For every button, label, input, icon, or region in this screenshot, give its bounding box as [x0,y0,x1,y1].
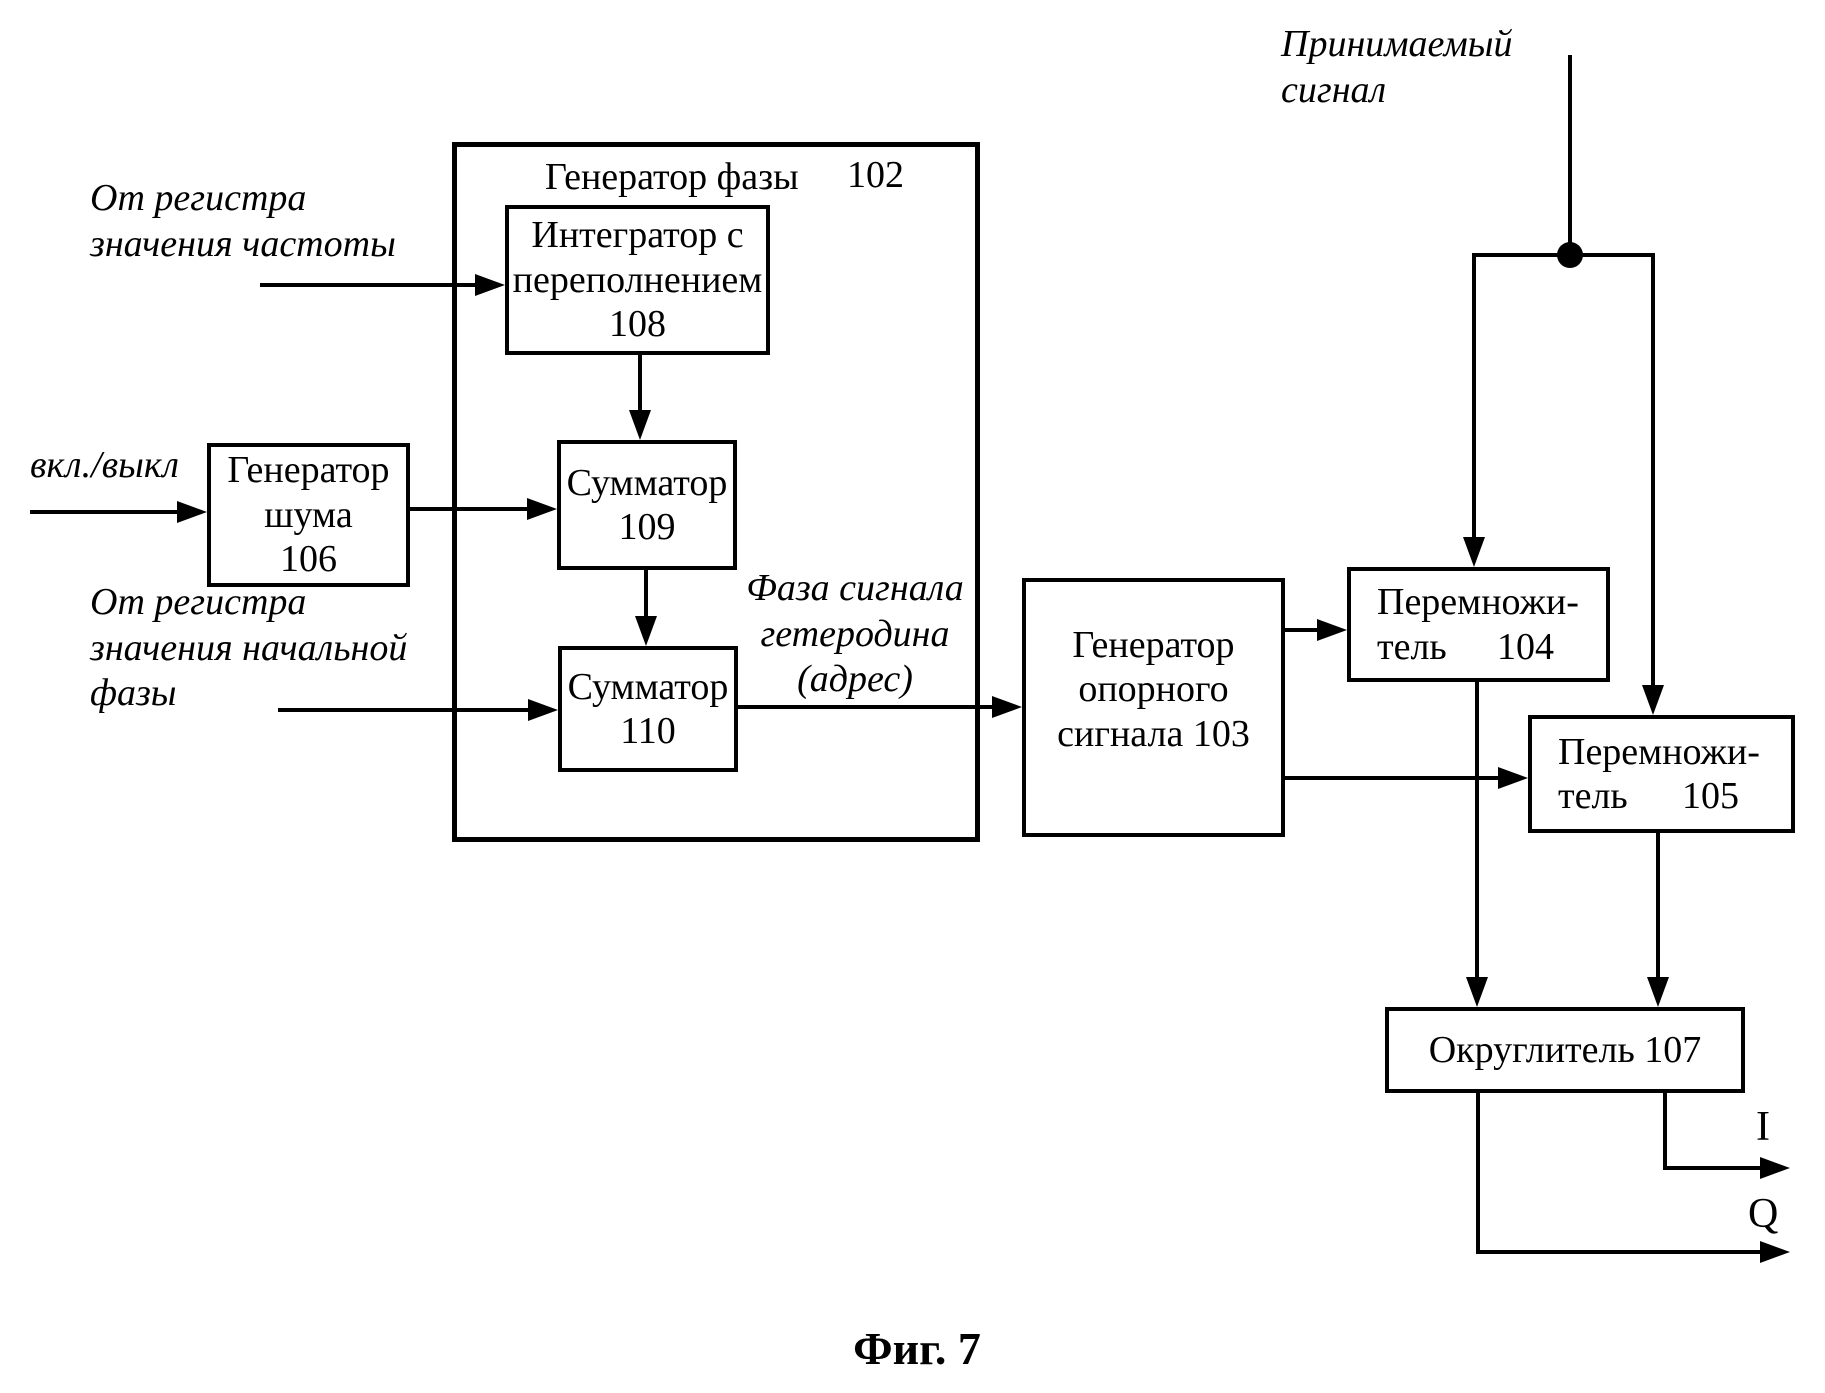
conn-freq-register-input [260,274,505,296]
conn-onoff-input [30,501,207,523]
block-label-line: 108 [609,303,666,346]
arrowhead-down [1466,977,1488,1007]
arrowhead-right [527,498,557,520]
block-adder-109: Сумматор 109 [557,440,737,570]
conn-adder109-to-adder110 [635,570,657,646]
block-phase-generator-number: 102 [847,154,904,196]
conn-rounder-to-q [1476,1093,1790,1263]
block-multiplier-105: Перемножи- тель 105 [1528,715,1795,833]
block-label-word: тель [1377,625,1447,668]
arrowhead-down [1647,977,1669,1007]
conn-integrator-to-adder109 [629,355,651,440]
connector-line [1663,1093,1765,1170]
label-line: вкл./выкл [30,444,179,486]
conn-noise-to-adder109 [410,498,557,520]
conn-refgen-to-mult104 [1285,619,1347,641]
label-line: гетеродина [760,612,950,655]
conn-adder110-to-refgen [738,696,1022,718]
arrowhead-down [629,410,651,440]
block-label-line: 110 [620,710,676,752]
block-label-line: шума [264,493,353,536]
block-label-line: Сумматор [566,461,728,504]
block-number: 105 [1682,775,1739,817]
block-label-line: переполнением [512,258,763,301]
block-noise-generator: Генератор шума 106 [207,443,410,587]
arrowhead-right [1317,619,1347,641]
arrowhead-right [528,699,558,721]
label-line: Принимаемый [1281,23,1513,65]
label-line: От регистра [90,177,307,219]
conn-initphase-input [278,699,558,721]
figure-caption: Фиг. 7 [853,1323,981,1374]
arrowhead-right [1760,1241,1790,1263]
connector-line [1476,1093,1765,1254]
conn-mult105-to-rounder [1647,833,1669,1007]
label-line: значения начальной [90,626,408,669]
block-label-word: тель [1558,775,1628,817]
block-label-line: сигнала 103 [1057,712,1250,755]
block-label-line: опорного [1078,668,1229,711]
arrowhead-right [1760,1157,1790,1179]
block-label-line: тель 104 [1377,625,1554,669]
block-phase-generator: Генератор фазы 102 [452,142,980,842]
arrowhead-right [1498,767,1528,789]
block-label-line: Сумматор [567,665,729,708]
conn-mult104-to-rounder [1466,682,1488,1007]
conn-refgen-to-mult105 [1285,767,1528,789]
block-label-line: Перемножи- [1377,581,1579,624]
arrowhead-down [1642,685,1664,715]
label-line: значения частоты [90,222,396,265]
arrowhead-right [177,501,207,523]
block-label-line: Генератор [1072,623,1235,666]
label-line: Фаза сигнала [746,567,964,609]
block-label-line: 106 [280,538,337,581]
block-phase-generator-title: Генератор фазы [545,156,799,198]
block-number: 104 [1497,625,1554,668]
label-heterodyne-phase: Фаза сигнала гетеродина (адрес) [735,566,975,703]
block-adder-110: Сумматор 110 [558,646,738,772]
label-init-phase-register: От регистра значения начальной фазы [90,580,407,717]
block-label-line: Округлитель 107 [1428,1028,1702,1071]
arrowhead-right [992,696,1022,718]
label-output-i: I [1756,1104,1770,1150]
block-rounder: Округлитель 107 [1385,1007,1745,1093]
label-line: От регистра [90,581,307,623]
label-line: фазы [90,672,177,715]
label-on-off: вкл./выкл [30,443,179,489]
arrowhead-down [1463,537,1485,567]
block-label-line: Интегратор с [531,214,744,257]
label-output-q: Q [1748,1191,1779,1237]
label-freq-register: От регистра значения частоты [90,176,396,267]
block-label-line: Генератор [227,449,390,492]
arrowhead-down [635,616,657,646]
label-line: (адрес) [797,658,913,701]
block-integrator-overflow: Интегратор с переполнением 108 [505,205,770,355]
block-label-line: 109 [618,506,676,548]
arrowhead-right [475,274,505,296]
label-line: сигнал [1281,68,1387,111]
block-reference-generator: Генератор опорного сигнала 103 [1022,578,1285,837]
conn-rounder-to-i [1663,1093,1790,1179]
label-received-signal: Принимаемый сигнал [1281,22,1512,113]
conn-received-signal [1463,55,1664,715]
block-multiplier-104: Перемножи- тель 104 [1347,567,1610,682]
block-label-line: Перемножи- [1558,730,1760,773]
block-label-line: тель 105 [1558,774,1739,818]
